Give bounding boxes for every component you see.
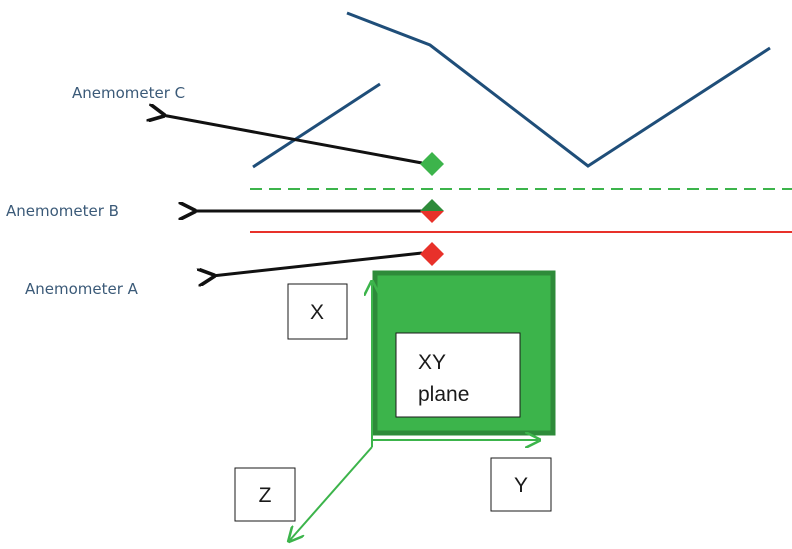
label-anemometer-a: Anemometer A	[25, 280, 139, 298]
y-axis-label: Y	[514, 474, 528, 497]
arrow-anemometer-c	[162, 115, 423, 165]
xy-plane-label-line1: XY	[418, 351, 446, 374]
z-axis-arrow	[290, 446, 373, 540]
label-anemometer-c: Anemometer C	[72, 84, 185, 102]
structure-line-left	[252, 82, 381, 169]
sensor-c-marker	[420, 152, 444, 176]
z-axis-label-box	[234, 467, 296, 522]
sensor-b-marker	[420, 199, 444, 223]
x-axis-label: X	[310, 301, 324, 324]
arrow-anemometer-a	[212, 251, 423, 276]
xy-plane-label-line2: plane	[418, 383, 469, 406]
sensor-a-marker	[420, 242, 444, 266]
label-anemometer-b: Anemometer B	[6, 202, 119, 220]
z-axis-label: Z	[259, 484, 272, 507]
structure-line-right	[346, 11, 771, 168]
y-axis-label-box	[490, 457, 552, 512]
x-axis-label-box	[287, 283, 348, 340]
xy-plane-label-box	[395, 332, 521, 418]
